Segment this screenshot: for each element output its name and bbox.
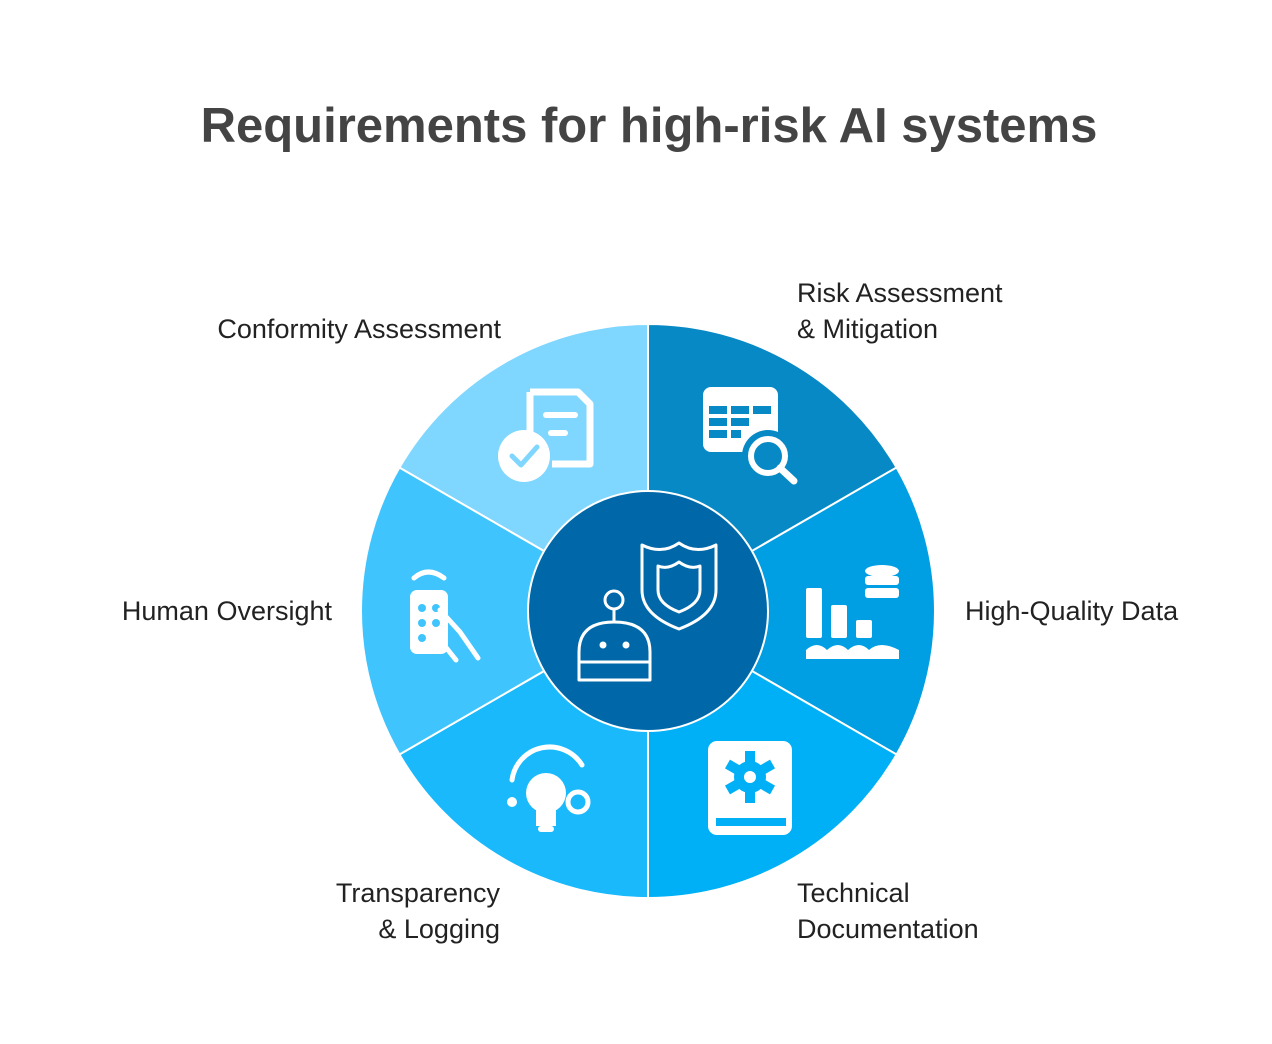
label-human-oversight: Human Oversight [121,596,332,626]
document-check-icon [498,388,594,482]
data-chart-icon [806,565,899,659]
table-search-icon [703,387,798,485]
segment-5 [360,466,650,756]
label-high-quality-data: High-Quality Data [965,596,1179,626]
gear-book-icon [708,741,792,835]
label-technical-documentation: Technical Documentation [797,878,979,944]
label-conformity-assessment: Conformity Assessment [217,314,501,344]
center-circle [527,490,769,732]
robot-shield-icon [577,541,718,682]
page-title: Requirements for high-risk AI systems [200,99,1098,153]
segment-2 [646,466,936,756]
label-risk-assessment: Risk Assessment & Mitigation [797,278,1003,344]
remote-hand-icon [410,569,481,663]
label-transparency-logging: Transparency & Logging [335,878,500,944]
lightbulb-icon [507,744,591,832]
